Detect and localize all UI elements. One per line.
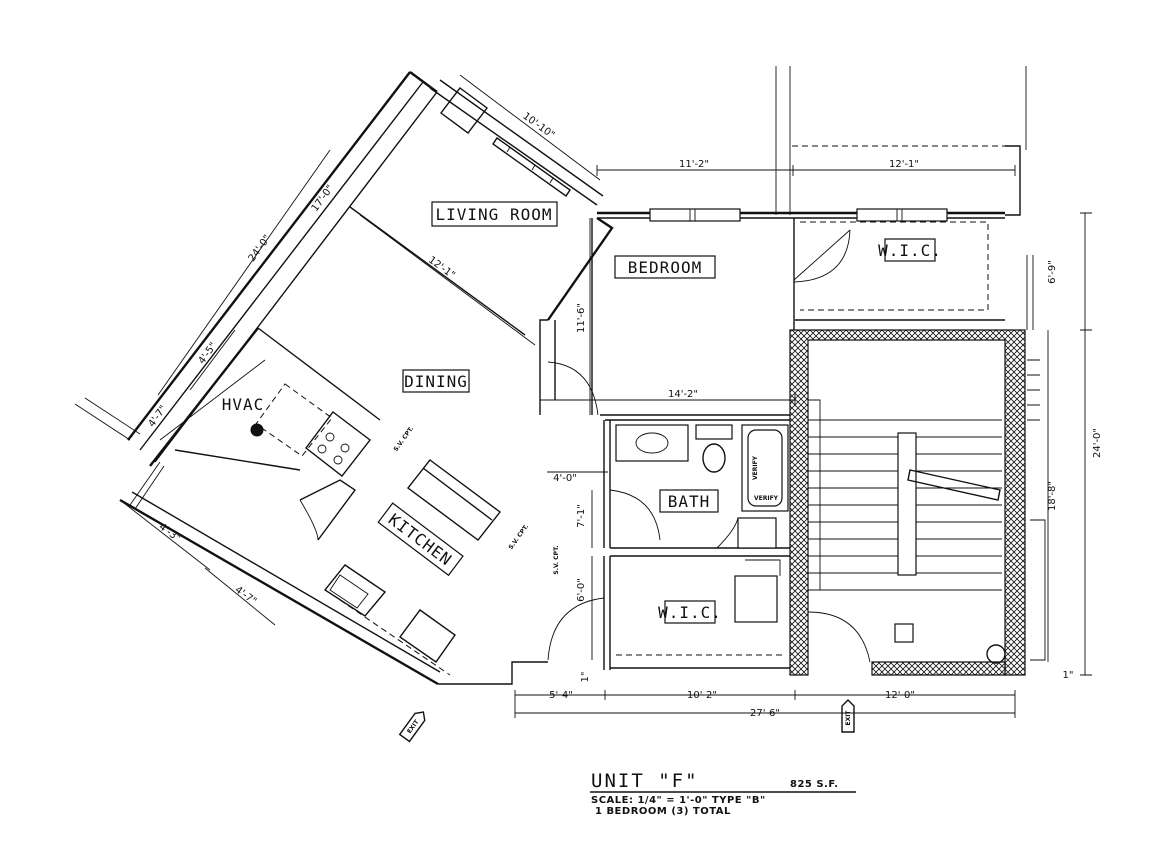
stair-enclosure xyxy=(789,255,1046,676)
label-wic-bedroom: W.I.C. xyxy=(878,241,942,260)
label-hvac: HVAC xyxy=(222,395,265,414)
dim-bottom-5-4: 5'-4" xyxy=(549,690,573,701)
unit-title: UNIT "F" xyxy=(591,770,699,792)
hvac-unit xyxy=(250,383,333,457)
note-cpt-1: S.V. CPT. xyxy=(392,425,415,453)
label-dining: DINING xyxy=(404,372,468,391)
dim-bedroom-depth: 11'-6" xyxy=(576,303,587,333)
bath-block xyxy=(547,361,790,670)
dim-bath-7-1: 7'-1" xyxy=(576,504,587,528)
label-living-room: LIVING ROOM xyxy=(436,205,553,224)
dim-right-bottom: 1" xyxy=(1063,670,1074,681)
dim-right-mid: 18'-8" xyxy=(1047,481,1058,511)
label-wic-bath: W.I.C. xyxy=(658,603,722,622)
label-kitchen: KITCHEN xyxy=(385,510,456,570)
dim-kitchen-4-7: 4'-7" xyxy=(233,585,259,608)
dim-bath-4-0: 4'-0" xyxy=(553,473,577,484)
scale-note: SCALE: 1/4" = 1'-0" TYPE "B" xyxy=(591,795,766,806)
note-exit-2: EXIT xyxy=(845,710,852,726)
kitchen-appliances xyxy=(299,411,501,676)
dim-bedroom-top: 11'-2" xyxy=(679,159,709,170)
note-verify-2: VERIFY xyxy=(754,495,779,502)
label-bedroom: BEDROOM xyxy=(628,258,702,277)
label-bath: BATH xyxy=(668,492,711,511)
dimension-lines xyxy=(119,74,1092,718)
dim-width-14-2: 14'-2" xyxy=(668,389,698,400)
dim-right-total: 24'-0" xyxy=(1092,428,1103,458)
note-cpt-2: S.V. CPT. xyxy=(507,523,530,551)
title-block: UNIT "F" 825 S.F. SCALE: 1/4" = 1'-0" TY… xyxy=(590,770,856,817)
dim-outer-diag: 24'-0" xyxy=(247,233,274,264)
room-labels: LIVING ROOM BEDROOM DINING HVAC KITCHEN … xyxy=(222,201,942,624)
dim-bottom-10-2: 10'-2" xyxy=(687,690,717,701)
bedroom-walls xyxy=(591,66,1027,415)
dim-bottom-total: 27'-6" xyxy=(750,708,780,719)
dim-kitchen-4-3: 4'-3" xyxy=(157,522,183,545)
note-sv-cpt: S.V. CPT. xyxy=(553,545,560,574)
dim-wic-6-0: 6'-0" xyxy=(576,578,587,602)
dim-right-top: 6'-9" xyxy=(1047,260,1058,284)
dim-bottom-1: 1" xyxy=(580,672,591,683)
dim-wic-top: 12'-1" xyxy=(889,159,919,170)
note-verify-1: VERIFY xyxy=(752,455,759,480)
rotated-wing-walls xyxy=(74,71,614,686)
unit-area: 825 S.F. xyxy=(790,779,839,790)
note-exit-1: EXIT xyxy=(406,718,421,735)
dim-bottom-12-0: 12'-0" xyxy=(885,690,915,701)
bedroom-note: 1 BEDROOM (3) TOTAL xyxy=(595,806,731,817)
dim-living-width: 10'-10" xyxy=(521,111,557,141)
